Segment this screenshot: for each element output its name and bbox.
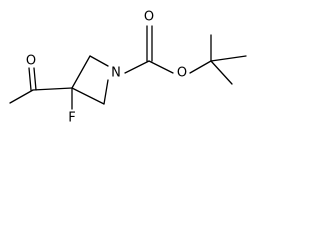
bond-carbonyl-c3 — [32, 87, 73, 91]
bond-n1-c-carbamate — [124, 60, 150, 74]
bond-ring-c3-c2 — [71, 55, 91, 89]
bonds — [9, 25, 247, 110]
bond-tbu-methyl-right — [210, 55, 247, 62]
atom-label-ester-oxygen: O — [177, 66, 187, 81]
atom-label-acetyl-oxygen: O — [26, 54, 36, 69]
bond-c-o-ester — [148, 60, 174, 74]
bond-ring-c2-n1 — [89, 55, 109, 67]
molecule-structure: O N F O O — [9, 10, 247, 126]
bond-o-tbu-quaternary — [189, 60, 212, 74]
bond-tbu-methyl-bottom — [210, 60, 233, 85]
bond-ring-n1-c4 — [103, 79, 109, 105]
bond-ring-c4-c3 — [71, 87, 105, 105]
bond-acetyl-c-o-a — [28, 67, 32, 91]
bond-methyl-carbonyl — [9, 89, 34, 104]
atom-label-fluorine: F — [68, 111, 75, 126]
atom-label-nitrogen: N — [111, 66, 121, 81]
atom-labels: O N F O O — [26, 10, 187, 126]
bond-acetyl-c-o-b — [33, 67, 37, 91]
atom-label-carbonyl-oxygen: O — [144, 10, 154, 25]
